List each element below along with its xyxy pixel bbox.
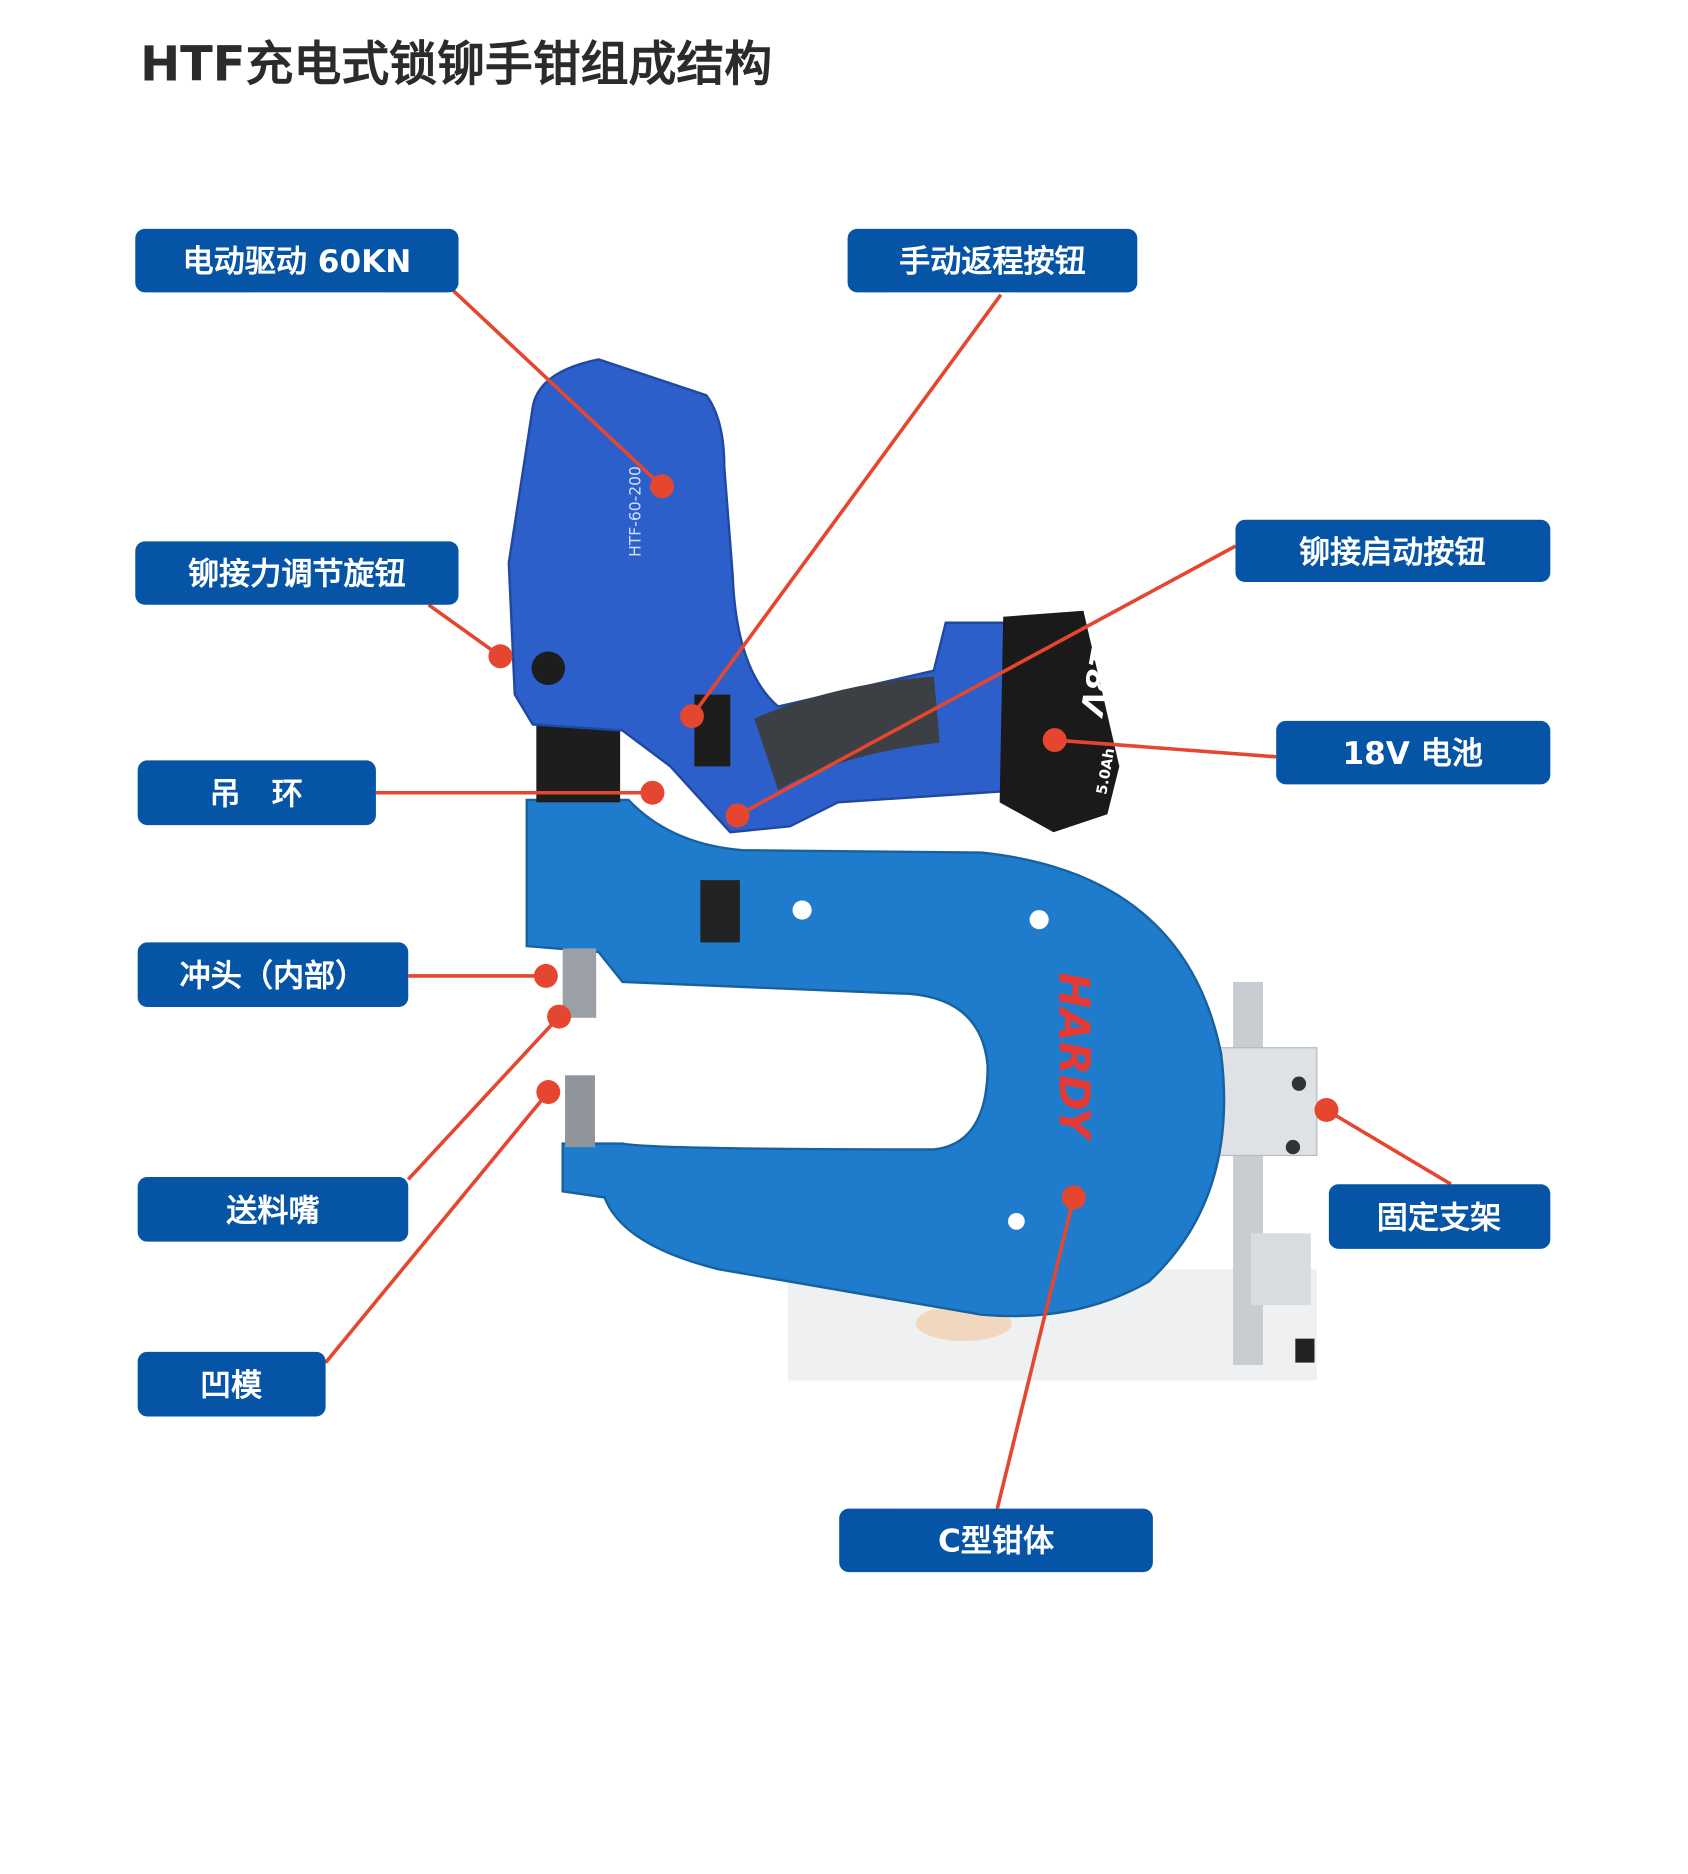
svg-text:固定支架: 固定支架 bbox=[1377, 1201, 1501, 1237]
label-rivet-start-button: 铆接启动按钮 bbox=[1235, 519, 1551, 583]
label-fixed-bracket: 固定支架 bbox=[1328, 1184, 1551, 1249]
force-knob bbox=[531, 651, 566, 685]
svg-text:送料嘴: 送料嘴 bbox=[226, 1193, 319, 1229]
die bbox=[565, 1075, 595, 1148]
label-manual-return-button: 手动返程按钮 bbox=[847, 228, 1138, 293]
battery-capacity-mark: 5.0Ah bbox=[1094, 747, 1118, 796]
svg-text:凹模: 凹模 bbox=[200, 1368, 263, 1404]
punch bbox=[562, 948, 597, 1018]
svg-text:吊 环: 吊 环 bbox=[210, 777, 303, 813]
svg-text:电动驱动 60KN: 电动驱动 60KN bbox=[183, 244, 412, 280]
svg-text:铆接启动按钮: 铆接启动按钮 bbox=[1299, 535, 1486, 571]
model-mark: HTF-60-200 bbox=[626, 466, 644, 557]
tool-illustration: HARDY HTF-60-200 18V 5.0Ah bbox=[507, 358, 1318, 1381]
label-c-frame: C型钳体 bbox=[839, 1508, 1153, 1573]
svg-text:18V 电池: 18V 电池 bbox=[1342, 736, 1482, 772]
punch-housing bbox=[536, 724, 621, 803]
label-electric-drive: 电动驱动 60KN bbox=[135, 228, 459, 293]
c-frame bbox=[525, 798, 1226, 1318]
label-battery: 18V 电池 bbox=[1276, 720, 1551, 785]
svg-text:冲头（内部）: 冲头（内部） bbox=[180, 959, 367, 995]
svg-text:手动返程按钮: 手动返程按钮 bbox=[899, 244, 1086, 280]
grip bbox=[754, 676, 940, 791]
label-lifting-ring: 吊 环 bbox=[137, 760, 376, 826]
nameplate bbox=[700, 880, 740, 943]
label-die: 凹模 bbox=[137, 1351, 326, 1417]
label-force-adjust-knob: 铆接力调节旋钮 bbox=[135, 541, 459, 605]
svg-text:铆接力调节旋钮: 铆接力调节旋钮 bbox=[188, 556, 406, 592]
battery bbox=[999, 610, 1120, 833]
brand-logo: HARDY bbox=[1048, 972, 1098, 1142]
page-title: HTF充电式锁铆手钳组成结构 bbox=[140, 37, 772, 92]
label-punch: 冲头（内部） bbox=[137, 942, 409, 1008]
svg-text:C型钳体: C型钳体 bbox=[938, 1524, 1055, 1560]
leader-lines bbox=[324, 288, 1452, 1510]
label-feed-nozzle: 送料嘴 bbox=[137, 1177, 409, 1242]
